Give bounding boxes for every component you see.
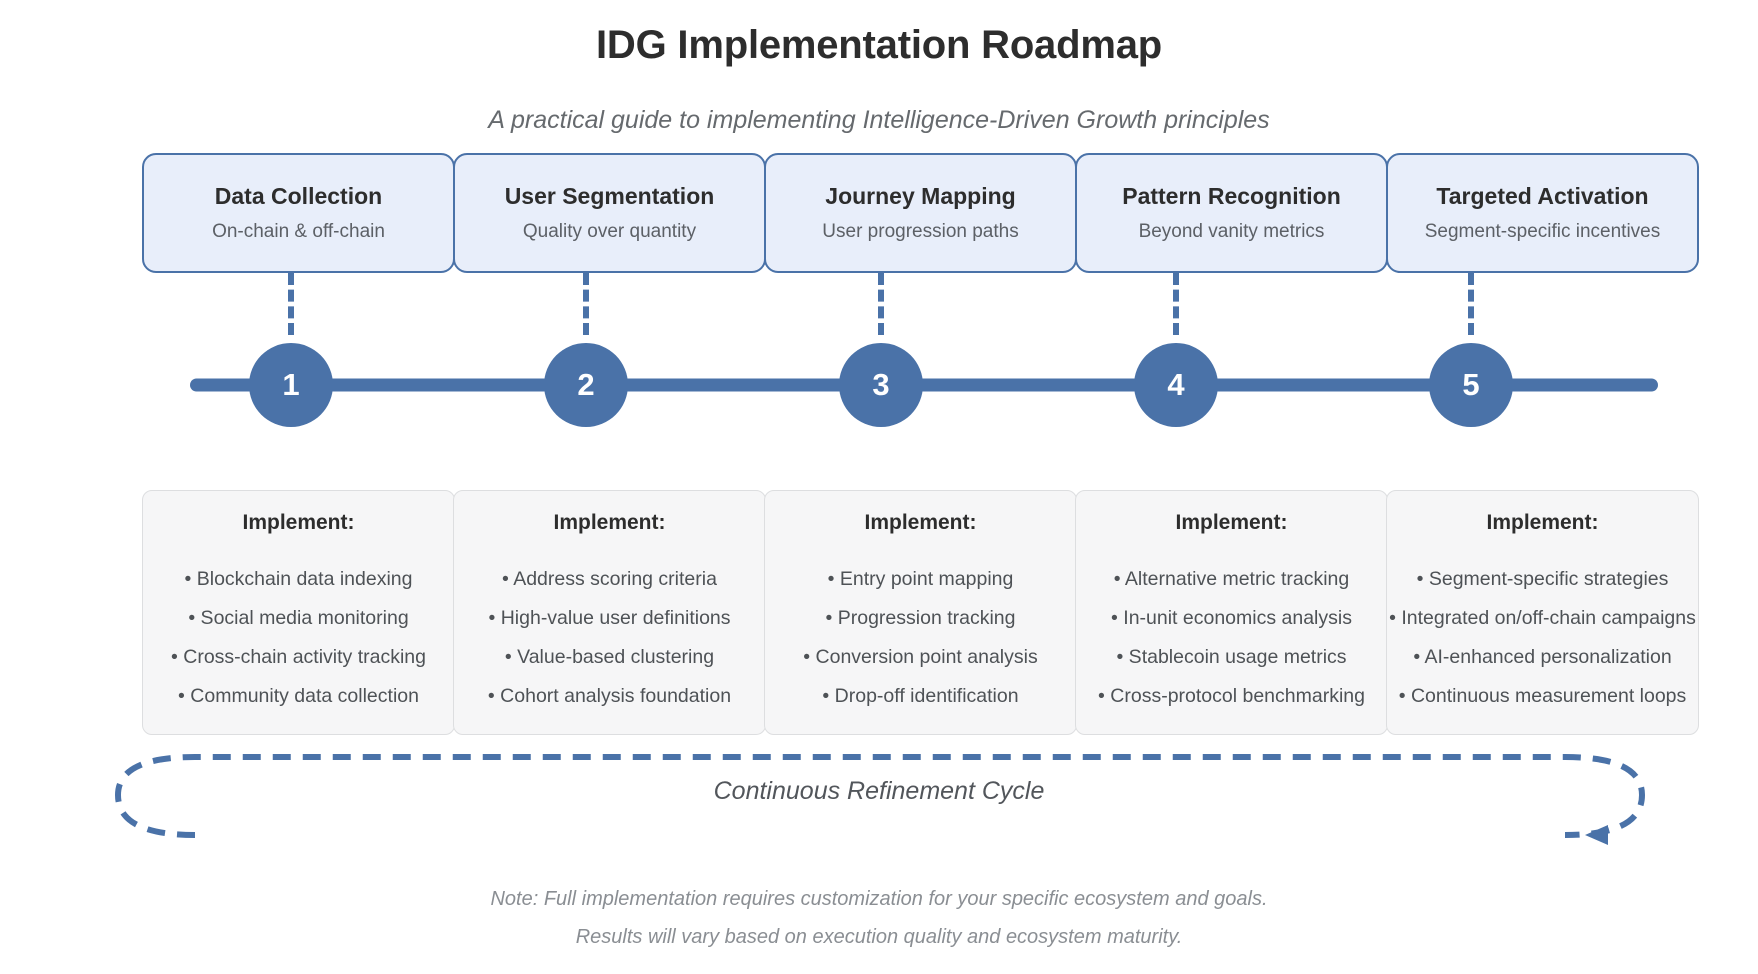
phase-title-4: Pattern Recognition (1122, 183, 1341, 209)
implement-list-5: • Segment-specific strategies • Integrat… (1387, 560, 1698, 716)
implement-card-5[interactable]: Implement: • Segment-specific strategies… (1386, 490, 1699, 735)
implement-list-4: • Alternative metric tracking • In-unit … (1076, 560, 1387, 716)
timeline-node-3[interactable]: 3 (839, 343, 923, 427)
phase-description-5: Segment-specific incentives (1424, 221, 1661, 242)
timeline-node-label-5: 5 (1462, 367, 1480, 402)
list-item: • Drop-off identification (822, 685, 1019, 707)
connector-dashed-line-5 (1468, 273, 1474, 335)
implement-heading-4: Implement: (1175, 511, 1288, 534)
list-item: • Cohort analysis foundation (487, 685, 732, 707)
implement-list-2: • Address scoring criteria • High-value … (454, 560, 765, 716)
implement-card-3[interactable]: Implement: • Entry point mapping • Progr… (764, 490, 1077, 735)
footer-notes: Note: Full implementation requires custo… (0, 880, 1758, 956)
implement-card-4[interactable]: Implement: • Alternative metric tracking… (1075, 490, 1388, 735)
list-item: • Community data collection (178, 685, 419, 707)
list-item: • Progression tracking (825, 607, 1016, 629)
phase-card-row: Data Collection On-chain & off-chain Use… (141, 153, 1700, 273)
page-subtitle: A practical guide to implementing Intell… (488, 106, 1270, 134)
implement-heading-1: Implement: (242, 511, 355, 534)
phase-title-5: Targeted Activation (1436, 183, 1649, 209)
implement-heading-2: Implement: (553, 511, 666, 534)
cycle-arrow-icon (114, 754, 1646, 845)
list-item: • High-value user definitions (488, 607, 731, 629)
footer-note-line-1: Note: Full implementation requires custo… (490, 888, 1268, 910)
connector-dashed-line-4 (1173, 273, 1179, 335)
timeline-node-4[interactable]: 4 (1134, 343, 1218, 427)
implement-list-3: • Entry point mapping • Progression trac… (765, 560, 1076, 716)
phase-card-3[interactable]: Journey Mapping User progression paths (763, 153, 1078, 273)
list-item: • Conversion point analysis (803, 646, 1038, 668)
list-item: • Cross-protocol benchmarking (1098, 685, 1365, 707)
phase-title-3: Journey Mapping (825, 183, 1016, 209)
list-item: • Entry point mapping (827, 568, 1014, 590)
footer-note-line-2: Results will vary based on execution qua… (575, 926, 1183, 948)
implement-list-1: • Blockchain data indexing • Social medi… (143, 560, 454, 716)
list-item: • In-unit economics analysis (1111, 607, 1352, 629)
phase-description-3: User progression paths (822, 221, 1019, 242)
implement-card-2[interactable]: Implement: • Address scoring criteria • … (453, 490, 766, 735)
phase-card-1[interactable]: Data Collection On-chain & off-chain (141, 153, 456, 273)
phase-card-5[interactable]: Targeted Activation Segment-specific inc… (1385, 153, 1700, 273)
cycle-dashed-path (114, 754, 1646, 838)
list-item: • Blockchain data indexing (184, 568, 413, 590)
list-item: • Address scoring criteria (502, 568, 717, 590)
page-title: IDG Implementation Roadmap (596, 23, 1162, 67)
list-item: • Alternative metric tracking (1113, 568, 1350, 590)
timeline-node-1[interactable]: 1 (249, 343, 333, 427)
list-item: • Segment-specific strategies (1416, 568, 1669, 590)
list-item: • Social media monitoring (188, 607, 409, 629)
connector-dashed-line-3 (878, 273, 884, 335)
timeline-node-label-4: 4 (1167, 367, 1185, 402)
connector-dashed-line-2 (583, 273, 589, 335)
phase-card-4[interactable]: Pattern Recognition Beyond vanity metric… (1074, 153, 1389, 273)
list-item: • AI-enhanced personalization (1413, 646, 1672, 668)
timeline: 1 2 3 4 5 (0, 335, 1758, 435)
list-item: • Stablecoin usage metrics (1116, 646, 1347, 668)
list-item: • Integrated on/off-chain campaigns (1389, 607, 1696, 629)
phase-card-2[interactable]: User Segmentation Quality over quantity (452, 153, 767, 273)
implement-heading-3: Implement: (864, 511, 977, 534)
implement-card-1[interactable]: Implement: • Blockchain data indexing • … (142, 490, 455, 735)
phase-description-1: On-chain & off-chain (212, 221, 385, 242)
cycle-arrowhead-icon (1585, 825, 1608, 845)
phase-description-2: Quality over quantity (522, 221, 697, 242)
timeline-node-label-1: 1 (282, 367, 300, 402)
timeline-node-5[interactable]: 5 (1429, 343, 1513, 427)
connector-dashed-line-1 (288, 273, 294, 335)
timeline-node-label-2: 2 (577, 367, 595, 402)
list-item: • Value-based clustering (504, 646, 715, 668)
list-item: • Cross-chain activity tracking (171, 646, 426, 668)
phase-title-1: Data Collection (214, 183, 383, 209)
phase-description-4: Beyond vanity metrics (1138, 221, 1325, 242)
implement-card-row: Implement: • Blockchain data indexing • … (142, 490, 1699, 735)
list-item: • Continuous measurement loops (1398, 685, 1687, 707)
continuous-refinement-cycle: Continuous Refinement Cycle (0, 735, 1758, 855)
timeline-node-2[interactable]: 2 (544, 343, 628, 427)
implement-heading-5: Implement: (1486, 511, 1599, 534)
timeline-node-label-3: 3 (872, 367, 890, 402)
phase-title-2: User Segmentation (504, 183, 715, 209)
cycle-label: Continuous Refinement Cycle (713, 777, 1045, 805)
